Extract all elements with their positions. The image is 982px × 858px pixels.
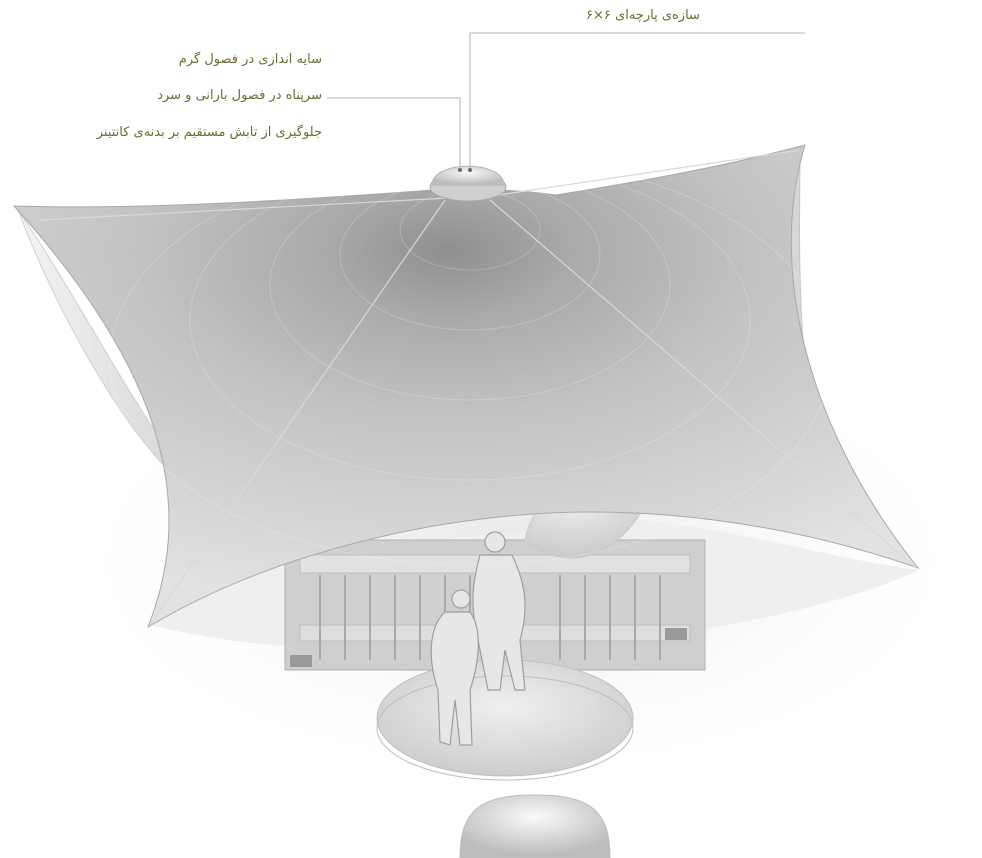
round-platform xyxy=(377,660,633,776)
structure-annotation: سازه‌ی پارچه‌ای ۶×۶ xyxy=(520,8,766,24)
rain-shelter-annotation: سرپناه در فصول بارانی و سرد xyxy=(130,88,322,104)
cap-dot-left xyxy=(458,168,462,172)
cap-dot-right xyxy=(468,168,472,172)
small-disk xyxy=(460,795,610,858)
mast-cap xyxy=(432,166,504,185)
radiation-annotation: جلوگیری از تابش مستقیم بر بدنه‌ی کانتینر xyxy=(40,125,322,141)
shade-annotation: سایه اندازی در فصول گرم xyxy=(130,52,322,68)
leader-lines xyxy=(327,33,805,168)
